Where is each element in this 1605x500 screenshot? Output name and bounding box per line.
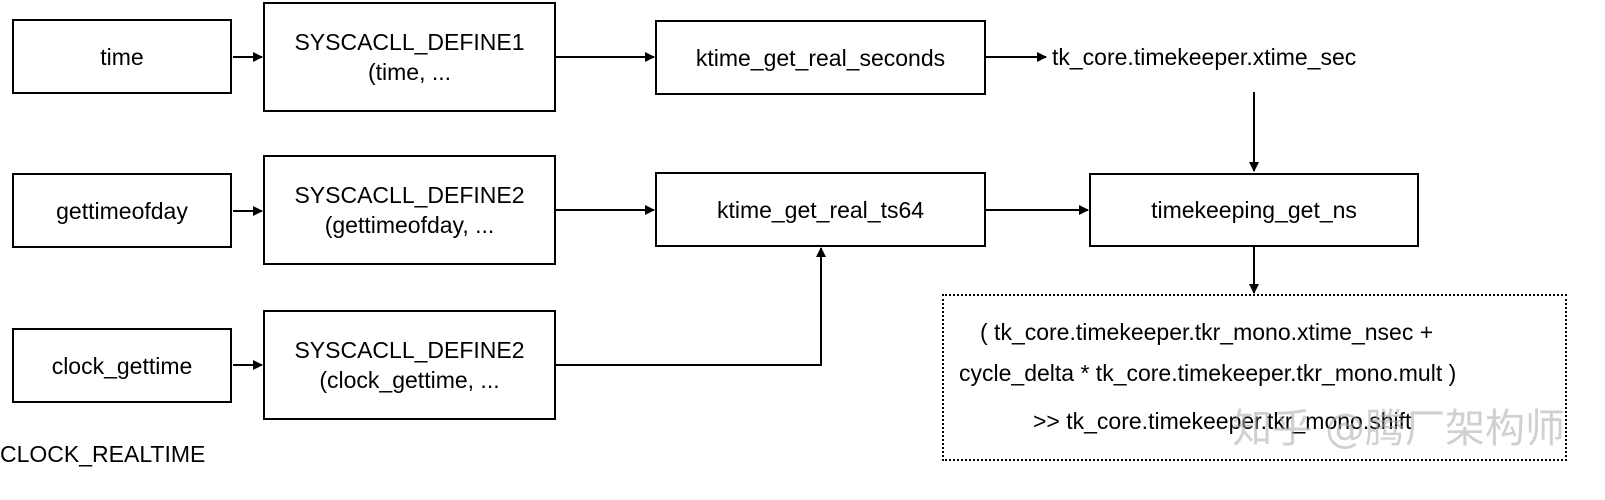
- node-time: time: [12, 19, 232, 94]
- clock-realtime-label: CLOCK_REALTIME: [0, 441, 206, 467]
- node-define2-cgt-line2: (clock_gettime, ...: [319, 367, 500, 393]
- node-define2-gtod-line1: SYSCACLL_DEFINE2: [294, 182, 525, 208]
- formula-line-1: ( tk_core.timekeeper.tkr_mono.xtime_nsec…: [980, 319, 1434, 345]
- node-ktime-get-real-ts64: ktime_get_real_ts64: [655, 172, 986, 247]
- formula-line-2: cycle_delta * tk_core.timekeeper.tkr_mon…: [959, 360, 1457, 386]
- node-clock-gettime-label: clock_gettime: [51, 352, 193, 379]
- node-xtime-sec: tk_core.timekeeper.xtime_sec: [1052, 44, 1357, 70]
- node-define1-line1: SYSCACLL_DEFINE1: [294, 29, 525, 55]
- node-gettimeofday-label: gettimeofday: [56, 197, 188, 224]
- formula-box: ( tk_core.timekeeper.tkr_mono.xtime_nsec…: [942, 294, 1567, 461]
- node-define1-line2: (time, ...: [367, 59, 452, 85]
- node-gettimeofday: gettimeofday: [12, 173, 232, 248]
- node-ktime-get-real-seconds-label: ktime_get_real_seconds: [695, 44, 946, 71]
- node-define2-gtod-line2: (gettimeofday, ...: [324, 212, 495, 238]
- node-timekeeping-get-ns-label: timekeeping_get_ns: [1151, 197, 1357, 223]
- node-define2-clock-gettime: SYSCACLL_DEFINE2 (clock_gettime, ...: [263, 310, 556, 420]
- node-ktime-get-real-seconds: ktime_get_real_seconds: [655, 20, 986, 95]
- node-define1-time: SYSCACLL_DEFINE1 (time, ...: [263, 2, 556, 112]
- node-timekeeping-get-ns: timekeeping_get_ns: [1089, 173, 1419, 247]
- formula-line-3: >> tk_core.timekeeper.tkr_mono.shift: [1033, 408, 1412, 434]
- node-ktime-get-real-ts64-label: ktime_get_real_ts64: [716, 196, 925, 223]
- node-clock-gettime: clock_gettime: [12, 328, 232, 403]
- node-define2-gettimeofday: SYSCACLL_DEFINE2 (gettimeofday, ...: [263, 155, 556, 265]
- arrow-define2-cgt-to-ts64: [556, 247, 826, 366]
- watermark: 知乎 @腾厂架构师: [1232, 406, 1565, 452]
- node-time-label: time: [100, 43, 144, 70]
- node-define2-cgt-line1: SYSCACLL_DEFINE2: [294, 337, 525, 363]
